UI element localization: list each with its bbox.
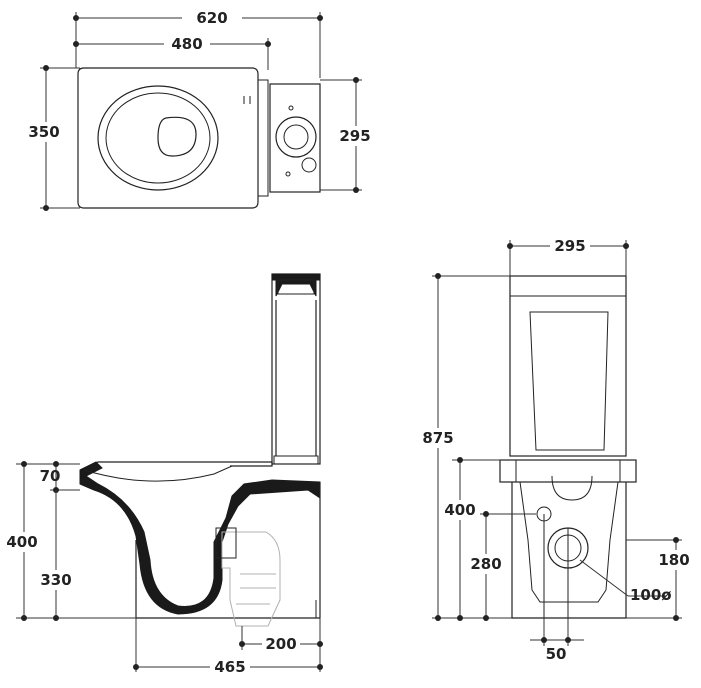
seat-front-outline	[499, 459, 637, 483]
dim-side-outlet-offset: 200	[265, 635, 296, 653]
cistern-top-outline	[269, 83, 321, 193]
dim-front-seat-height: 400	[444, 501, 475, 519]
inlet-hole	[301, 157, 317, 173]
dim-side-outlet-height: 330	[40, 571, 71, 589]
dim-side-base-depth: 465	[214, 658, 245, 676]
flush-button-outline	[275, 116, 317, 158]
bowl-inner-outline	[105, 92, 211, 184]
top-view: 620 480 350 295	[26, 8, 376, 211]
dim-top-bowl-width: 350	[28, 123, 59, 141]
fixing-hole	[288, 105, 294, 111]
seat-lid-outline	[77, 67, 259, 209]
outlet-pipe-ghost	[221, 531, 281, 627]
dim-front-cistern-width: 295	[554, 237, 585, 255]
flush-button-inner	[283, 124, 309, 150]
dim-front-outlet-offset: 50	[546, 645, 567, 663]
cistern-front-outline	[509, 275, 627, 457]
cistern-side-outline	[271, 273, 321, 465]
seat-opening	[157, 116, 197, 157]
dim-front-outlet-height: 180	[658, 551, 689, 569]
dim-top-overall-width: 620	[196, 9, 227, 27]
bowl-section	[79, 461, 321, 615]
dim-side-bowl-height: 400	[6, 533, 37, 551]
dim-top-bowl-length: 480	[171, 35, 202, 53]
bowl-outline	[97, 85, 219, 191]
fixing-hole-2	[285, 171, 291, 177]
dim-front-inlet-height: 280	[470, 555, 501, 573]
dim-front-overall-height: 875	[422, 429, 453, 447]
dim-side-seat-thickness: 70	[40, 467, 61, 485]
side-view: 400 70 330 200 465	[4, 273, 323, 677]
front-view: 295 875 400 280 180 100ø 50	[420, 236, 696, 663]
pan-front-outline	[511, 482, 627, 619]
dim-top-cistern-width: 295	[339, 127, 370, 145]
dim-front-outlet-diameter: 100ø	[630, 586, 672, 604]
